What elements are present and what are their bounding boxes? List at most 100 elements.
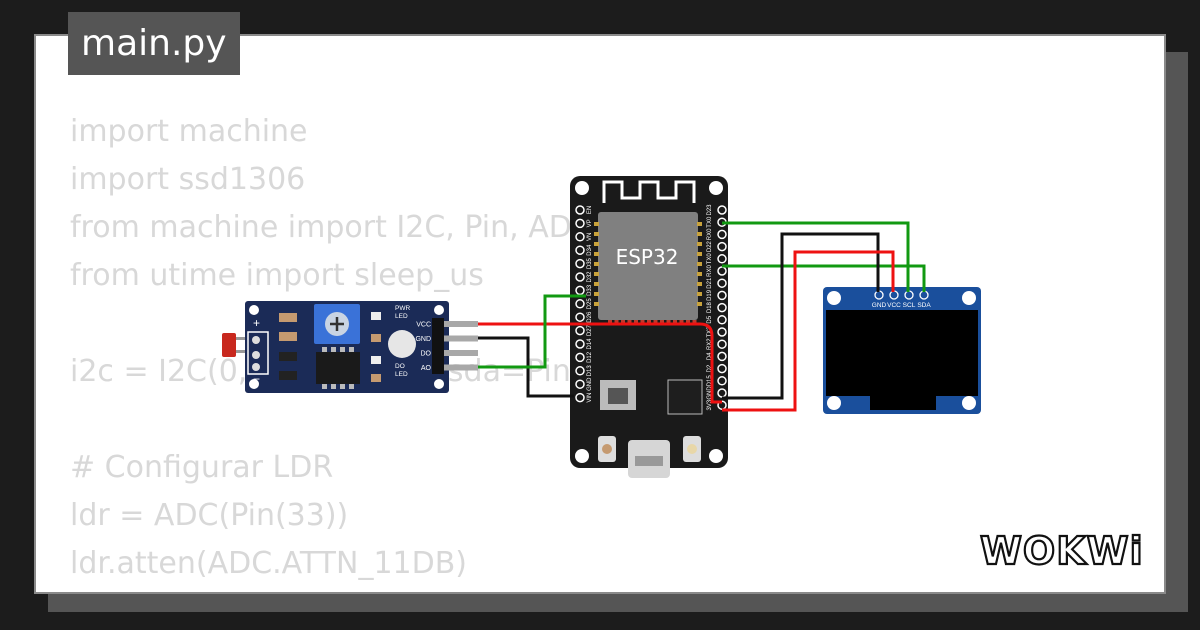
esp32-pin-label: D12	[587, 351, 593, 363]
esp32-pin-label: D21	[707, 277, 713, 289]
esp32-pin[interactable]	[575, 272, 585, 282]
esp32-pin-label: D34	[587, 244, 593, 256]
esp32-pin[interactable]	[575, 218, 585, 229]
esp32-pin-label: D35	[587, 257, 593, 269]
mount-hole	[962, 291, 976, 305]
esp32-pin-label: D33	[587, 284, 593, 296]
esp32-pin-label: RX0	[707, 228, 713, 240]
module-pad	[594, 272, 599, 276]
resistor	[279, 332, 297, 341]
esp32-board[interactable]: ESP32 D23TX0RX0D22TX0RX0D21D19D18D5TX2RX…	[570, 176, 728, 478]
esp32-pin-label: D14	[587, 338, 593, 350]
esp32-pin[interactable]	[575, 285, 585, 296]
esp32-pin[interactable]	[575, 232, 585, 242]
esp32-pin[interactable]	[575, 392, 585, 403]
esp32-pin[interactable]	[717, 254, 727, 264]
esp32-pin[interactable]	[575, 205, 585, 215]
code-line: ldr = ADC(Pin(33))	[70, 498, 349, 533]
esp32-pin[interactable]	[717, 351, 727, 362]
mount-hole	[575, 181, 589, 195]
esp32-pin[interactable]	[717, 229, 727, 240]
comparator-chip	[316, 352, 360, 384]
esp32-pin[interactable]	[717, 278, 727, 288]
ldr-pin-label: VCC	[416, 322, 431, 329]
module-pad	[697, 262, 702, 266]
ldr-pad	[252, 363, 260, 371]
ldr-leg	[236, 337, 246, 340]
esp32-pin-label: VP	[587, 219, 593, 227]
ldr-pin[interactable]	[444, 335, 478, 342]
esp32-pin[interactable]	[717, 339, 727, 349]
esp32-pin[interactable]	[717, 302, 727, 313]
oled-ribbon	[870, 396, 936, 410]
esp32-pin[interactable]	[717, 327, 727, 337]
file-tab[interactable]: main.py	[68, 12, 240, 75]
wires	[478, 221, 926, 412]
do-led	[371, 356, 381, 364]
ldr-pin[interactable]	[444, 321, 478, 327]
resistor	[279, 313, 297, 322]
code-line: ldr.atten(ADC.ATTN_11DB)	[70, 546, 468, 581]
wokwi-logo: WOKWi	[979, 528, 1144, 574]
esp32-pin-label: GND	[587, 377, 593, 391]
esp32-pin[interactable]	[717, 376, 727, 386]
ldr-pin[interactable]	[444, 364, 478, 371]
usb-uart-chip	[667, 379, 703, 415]
oled-pin[interactable]	[874, 290, 884, 300]
esp32-pin[interactable]	[717, 241, 727, 252]
esp32-pin[interactable]	[717, 290, 727, 301]
mount-hole	[827, 396, 841, 410]
esp32-pin-label: RX0	[707, 265, 713, 277]
esp32-pin[interactable]	[575, 325, 585, 336]
esp32-pin[interactable]	[575, 245, 585, 255]
esp32-pin[interactable]	[575, 352, 585, 363]
oled-pin[interactable]	[889, 290, 899, 300]
esp32-pin[interactable]	[717, 205, 727, 215]
esp32-pin[interactable]	[575, 366, 585, 376]
esp32-pins: D23TX0RX0D22TX0RX0D21D19D18D5TX2RX2D4D2D…	[575, 204, 727, 411]
sensitivity-led	[388, 330, 416, 358]
ldr-pad	[252, 351, 260, 359]
button-cap	[687, 444, 697, 454]
oled-pin[interactable]	[904, 290, 914, 300]
esp32-pin-label: GND	[707, 386, 713, 400]
code-line: from machine import I2C, Pin, ADC	[70, 210, 593, 245]
esp32-pin-label: D23	[707, 204, 713, 216]
pwr-led-label-2: LED	[395, 313, 408, 320]
resistor	[279, 371, 297, 380]
button-cap	[602, 444, 612, 454]
mount-hole	[962, 396, 976, 410]
oled-pin[interactable]	[919, 290, 929, 300]
esp32-pin[interactable]	[575, 299, 585, 309]
esp32-pin[interactable]	[575, 258, 585, 269]
ldr-pin[interactable]	[444, 350, 478, 356]
code-line: # Configurar LDR	[70, 450, 334, 485]
usb-slot	[635, 456, 663, 466]
regulator-body	[608, 388, 628, 404]
ldr-pin-label: AO	[421, 365, 432, 372]
mount-hole	[709, 449, 723, 463]
esp32-pin[interactable]	[717, 315, 727, 325]
resistor	[279, 352, 297, 361]
wire-ao	[478, 294, 586, 369]
esp32-pin[interactable]	[575, 312, 585, 322]
esp32-pin-label: VIN	[587, 393, 593, 403]
code-line: import machine	[70, 114, 308, 149]
esp32-pin[interactable]	[575, 339, 585, 349]
module-pad	[594, 302, 599, 306]
esp32-label: ESP32	[616, 245, 679, 269]
esp32-pin-label: D18	[707, 301, 713, 313]
esp32-pin[interactable]	[717, 363, 727, 374]
mount-hole	[249, 379, 259, 389]
do-led-label-2: LED	[395, 371, 408, 378]
ldr-pin-label: DO	[421, 351, 432, 358]
module-pad	[697, 282, 702, 286]
esp32-pin[interactable]	[575, 379, 585, 389]
plus-label: +	[253, 316, 260, 330]
pwr-led-label: PWR	[395, 305, 410, 312]
esp32-pin-label: D19	[707, 289, 713, 301]
pin-header	[432, 318, 444, 374]
